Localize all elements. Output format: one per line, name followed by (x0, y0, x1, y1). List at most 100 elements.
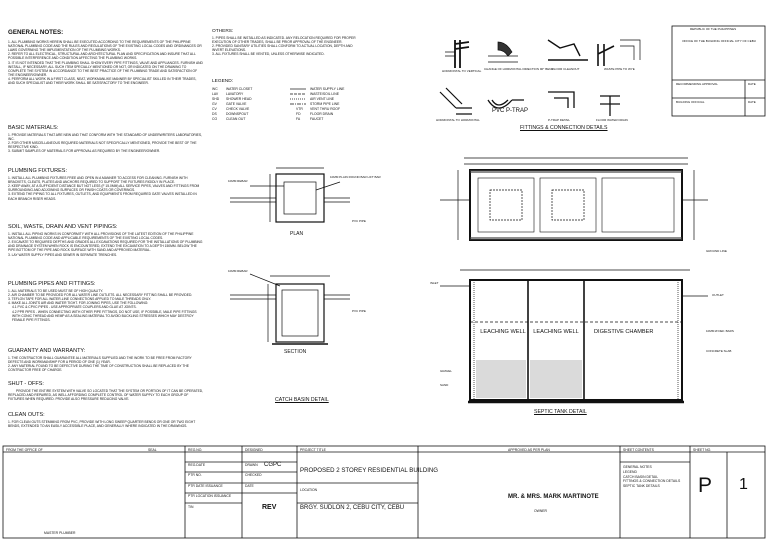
tb-reg-date: REG.DATE (188, 463, 206, 467)
basic-materials-item-3: 3. SUBMIT SAMPLES OF MATERIALS FOR APPRO… (8, 149, 161, 154)
guaranty-item-1: 1. THE CONTRACTOR SHALL GUARANTEE ALL MA… (8, 356, 192, 365)
tb-checked: CHECKED (245, 473, 262, 477)
tb-project-title: PROPOSED 2 STOREY RESIDENTIAL BUILDING (300, 467, 439, 474)
legend-code: SHD (212, 97, 220, 101)
pipes-fittings-item-1: 1. ALL MATERIALS TO BE USED MUST BE OF H… (8, 289, 104, 293)
tb-tin: TIN (188, 505, 194, 509)
fitting-label-1: HORIZONTAL TO VERTICAL (442, 69, 482, 73)
fitting-label-5: HORIZONTAL TO HORIZONTAL (436, 118, 480, 122)
septic-label-bars: 10MM Ø DEF. BARS (706, 329, 734, 333)
chamber-leaching-well-1: LEACHING WELL (480, 329, 526, 335)
fitting-label-4: WASTE PIPE TO WYE (604, 67, 635, 71)
tb-drawn: DRAWN (245, 463, 258, 467)
tb-sheet-no-label: SHEET NO. (693, 448, 712, 452)
shutoffs-body: PROVIDE THE ENTIRE SYSTEM WITH VALVE SO … (8, 389, 204, 402)
legend-desc: CLEAN OUT (226, 117, 246, 121)
tb-sheet-contents-label: SHEET CONTENTS (623, 448, 654, 452)
legend-row: DS DOWNSPOUT (212, 112, 292, 117)
shutoffs-title: SHUT - OFFS: (8, 381, 44, 387)
cb-label-liftbar: 10MM PLAIN ROUND BAR LIFT BAR (330, 175, 381, 179)
tb-seal: SEAL (148, 448, 157, 452)
tb-owner-label: OWNER (534, 509, 547, 513)
legend-desc: AIR VENT LINE (310, 97, 335, 101)
legend-desc: SHOWER HEAD (226, 97, 252, 101)
plumbing-fixtures-title: PLUMBING FIXTURES: (8, 168, 67, 174)
plumbing-fixtures-item-3: 3. EXTEND THE PIPING TO ALL FIXTURES, OU… (8, 192, 197, 201)
fitting-label-7: P-TRAP DETAIL (548, 118, 571, 122)
legend-code: GV (212, 102, 217, 106)
tb-owner-name: MR. & MRS. MARK MARTINOTE (508, 494, 599, 500)
cb-label-pvc-2: PVC PIPE (352, 309, 366, 313)
basic-materials-item-1: 1. PROVIDE MATERIALS THAT ARE NEW AND TH… (8, 133, 202, 142)
legend-desc: CHECK VALVE (226, 107, 250, 111)
cb-label-pvc: PVC PIPE (352, 219, 366, 223)
fittings-title: FITTINGS & CONNECTION DETAILS (520, 125, 608, 131)
septic-label-gravel: GRAVEL (440, 369, 452, 373)
sheet-content-item: LEGEND (623, 469, 637, 474)
sheet-content-item: CATCH BASIN DETAIL (623, 474, 659, 479)
legend-title: LEGEND: (212, 79, 234, 84)
cleanouts-body: 1. FOR CLEAN OUTS STEMMING FROM PVC, PRO… (8, 420, 196, 429)
tb-date: DATE (245, 484, 254, 488)
plumbing-fixtures-item-2: 2. KEEP AWAY, AT A SUFFICIENT DISTANCE B… (8, 184, 200, 193)
approval-official: BUILDING OFFICIAL (676, 100, 705, 104)
approval-office: OFFICE OF THE BUILDING OFFICIAL CITY OF … (682, 39, 756, 43)
legend-desc: DOWNSPOUT (226, 112, 249, 116)
soil-waste-item-1: 1. INSTALL ALL PIPING WORKS IN CONFORMIT… (8, 232, 194, 241)
legend-row: CO CLEAN OUT (212, 117, 292, 122)
fitting-label-2: CHANGE OF HORIZONTAL DIRECTION 90° BEND (484, 67, 554, 71)
legend-desc: STORM PIPE LINE (310, 102, 340, 106)
guaranty-item-2: 2. ANY MATERIAL FOUND TO BE DEFECTIVE DU… (8, 364, 189, 373)
legend-row: AIR VENT LINE (296, 97, 376, 102)
general-note-3: 3. IT IS NOT INTENDED THAT THE PLUMBING … (8, 60, 203, 77)
legend-row: SHD SHOWER HEAD (212, 97, 292, 102)
general-note-4: 4. PERFORM ALL WORK IN A FIRST CLASS, NE… (8, 76, 197, 86)
legend-code: DS (212, 112, 217, 116)
sheet-content-item: GENERAL NOTES (623, 465, 652, 469)
legend-desc: LAVATORY (226, 92, 244, 96)
pipes-fittings-title: PLUMBING PIPES AND FITTINGS: (8, 281, 96, 287)
legend-desc: WASTE/SOIL LINE (310, 92, 339, 96)
pipes-fittings-item-3: 3. TEFLON TAPE FOR ALL WATER-LINE CONNEC… (8, 297, 152, 302)
basic-materials-item-2: 2. FOR OTHER MISCELLANEOUS REQUIRED MATE… (8, 141, 197, 150)
septic-tank-title: SEPTIC TANK DETAIL (534, 409, 587, 415)
guaranty-title: GUARANTY AND WARRANTY: (8, 348, 86, 354)
tb-rev: REV (262, 504, 277, 511)
tb-ptr-location: PTR LOCATION ISSUANCE (188, 494, 232, 498)
guaranty-body: 1. THE CONTRACTOR SHALL GUARANTEE ALL MA… (8, 356, 204, 372)
soil-waste-item-2: 2. EXCAVATE TO REQUIRED DEPTHS AND GRADE… (8, 240, 203, 253)
pipes-fittings-item-4-2: 4.2 PPR PIPES - WHEN CONNECTING WITH OTH… (12, 309, 197, 322)
septic-label-ground: GROUND LINE (706, 249, 727, 253)
approval-date-1: DATE (748, 82, 756, 86)
septic-label-sand: SAND (440, 383, 449, 387)
tb-master-plumber: MASTER PLUMBER (44, 531, 76, 535)
pipes-fittings-item-4: 4. MAKE ALL JOINTS AIR AND WATER TIGHT. … (8, 301, 149, 306)
legend-code: CO (212, 117, 218, 121)
tb-sheet-number: 1 (739, 476, 748, 493)
legend-code: FD (296, 112, 301, 116)
cb-label-rebar-2: 10MM REBAR (228, 269, 248, 273)
soil-waste-title: SOIL, WASTE, DRAIN AND VENT PIPINGS: (8, 224, 118, 230)
legend-code: LAV (212, 92, 219, 96)
catch-basin-title: CATCH BASIN DETAIL (275, 397, 329, 403)
plumbing-fixtures-item-1: 1. INSTALL ALL PLUMBING FIXTURES FREE AN… (8, 176, 188, 185)
cb-label-rebar: 10MM REBAR (228, 179, 248, 183)
tb-reg-no: REG.NO. (188, 448, 203, 452)
legend-row: LAV LAVATORY (212, 92, 292, 97)
plumbing-fixtures-body: 1. INSTALL ALL PLUMBING FIXTURES FREE AN… (8, 176, 204, 201)
tb-project-title-label: PROJECT TITLE (300, 448, 326, 452)
cb-section-title: SECTION (284, 349, 307, 355)
pipes-fittings-item-4-1: 4.1 PVC & CPVC PIPES - USE APPROPRIATE C… (12, 305, 137, 310)
legend-desc: VENT THRU ROOF (310, 107, 341, 111)
others-item-3: 3. ALL FIXTURES SHALL BE VENTED, UNLESS … (212, 52, 325, 57)
approval-republic: REPUBLIC OF THE PHILIPPINES (690, 27, 737, 31)
others-title: OTHERS: (212, 29, 234, 34)
pipes-fittings-item-2: 2. AIR CHAMBER TO BE PROVIDED FOR ALL WA… (8, 293, 193, 298)
legend-row: WASTE/SOIL LINE (296, 92, 376, 97)
